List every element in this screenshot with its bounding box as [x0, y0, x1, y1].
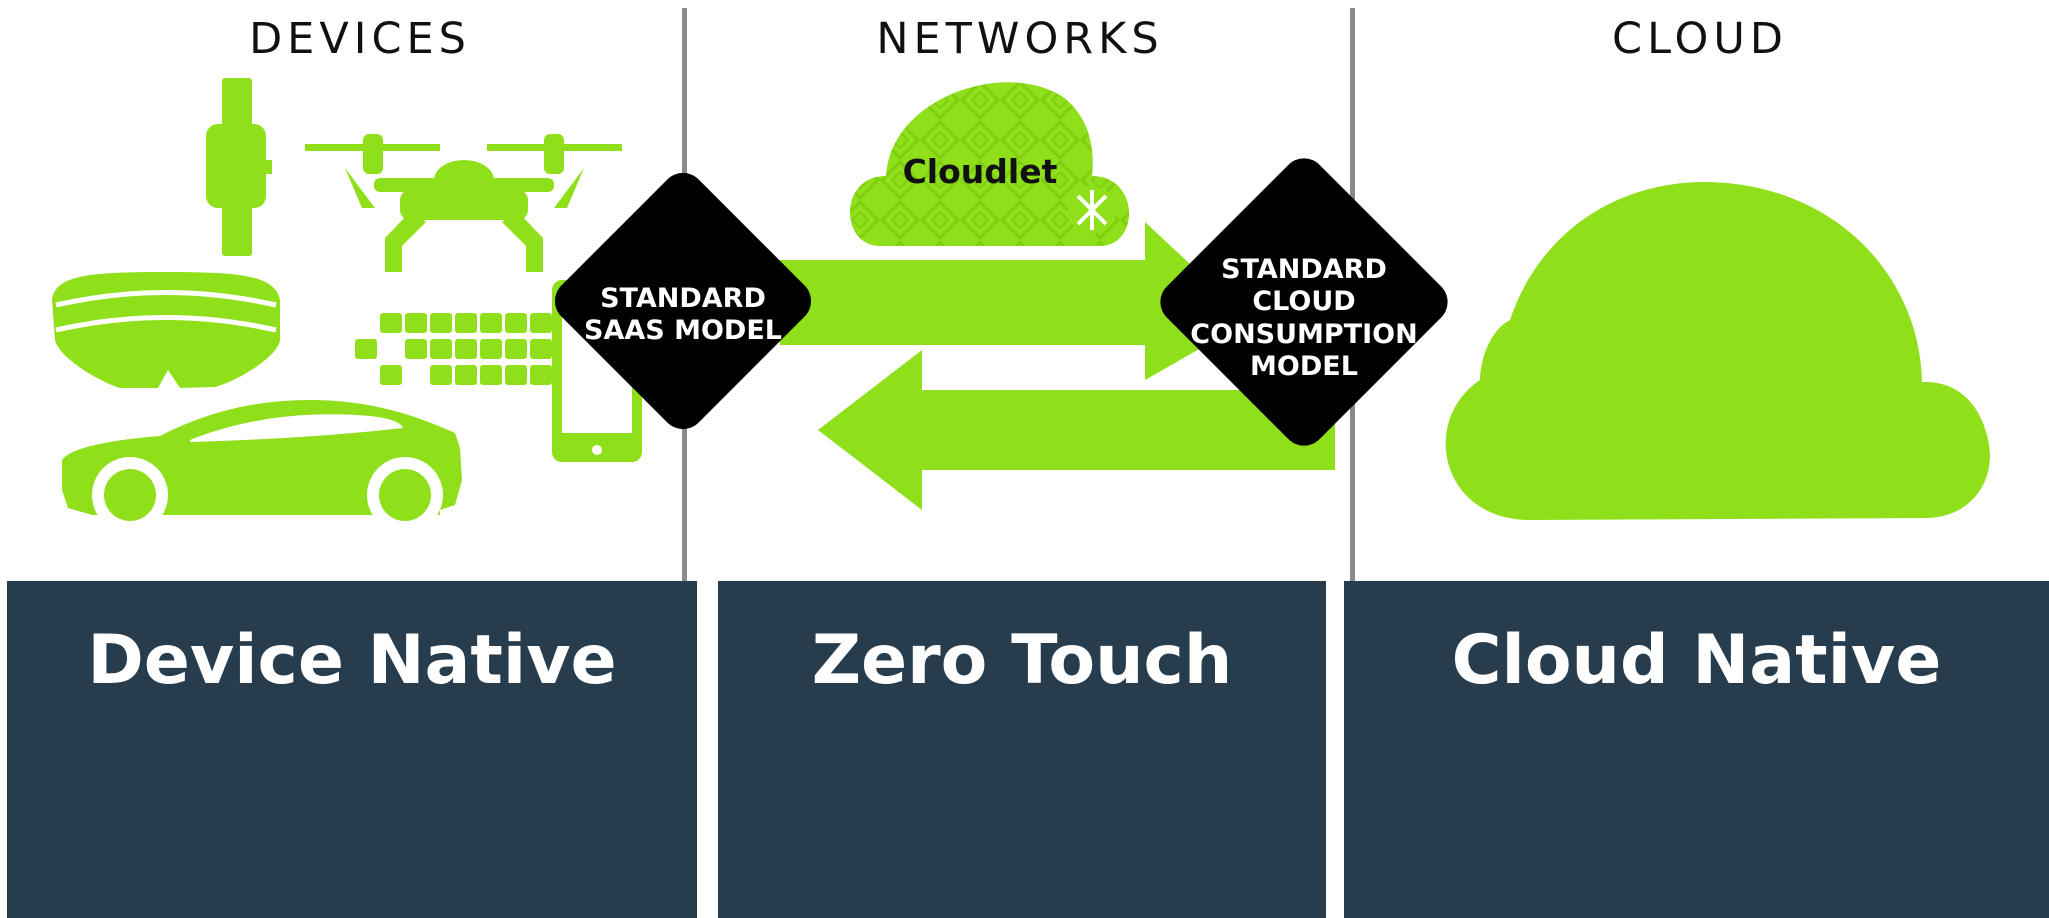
cloud-consumption-line-3: CONSUMPTION	[1190, 318, 1418, 350]
cloudlet-cloud-icon	[849, 82, 1130, 246]
cloudlet-label: Cloudlet	[902, 152, 1058, 191]
saas-model-line-2: SAAS MODEL	[584, 315, 782, 347]
panel-title-zero-touch: Zero Touch	[811, 621, 1233, 700]
car-icon	[62, 400, 462, 533]
arrow-left-icon	[818, 350, 1335, 510]
panel-title-device-native: Device Native	[87, 621, 617, 700]
cloud-consumption-line-2: CLOUD	[1252, 286, 1356, 318]
panel-title-cloud-native: Cloud Native	[1451, 621, 1942, 700]
cloud-consumption-line-1: STANDARD	[1221, 254, 1387, 285]
drone-icon	[305, 134, 622, 272]
panel-cloud-native: Cloud Native	[1344, 581, 2049, 918]
smartwatch-icon	[206, 78, 272, 256]
cloudlet-logo-icon	[1068, 186, 1116, 234]
saas-model-label: STANDARD SAAS MODEL	[560, 283, 806, 348]
cloud-consumption-line-4: MODEL	[1250, 351, 1358, 383]
column-heading-devices: DEVICES	[249, 14, 471, 64]
saas-model-line-1: STANDARD	[600, 283, 766, 314]
vr-headset-icon	[52, 272, 280, 388]
keypad-icon	[355, 313, 577, 385]
column-heading-networks: NETWORKS	[876, 14, 1164, 64]
cloud-icon	[1445, 181, 1990, 520]
column-heading-cloud: CLOUD	[1612, 14, 1788, 64]
panel-device-native: Device Native	[7, 581, 697, 918]
panel-zero-touch: Zero Touch	[718, 581, 1326, 918]
arrow-right-icon	[780, 222, 1250, 380]
cloud-consumption-model-label: STANDARD CLOUD CONSUMPTION MODEL	[1190, 254, 1418, 384]
